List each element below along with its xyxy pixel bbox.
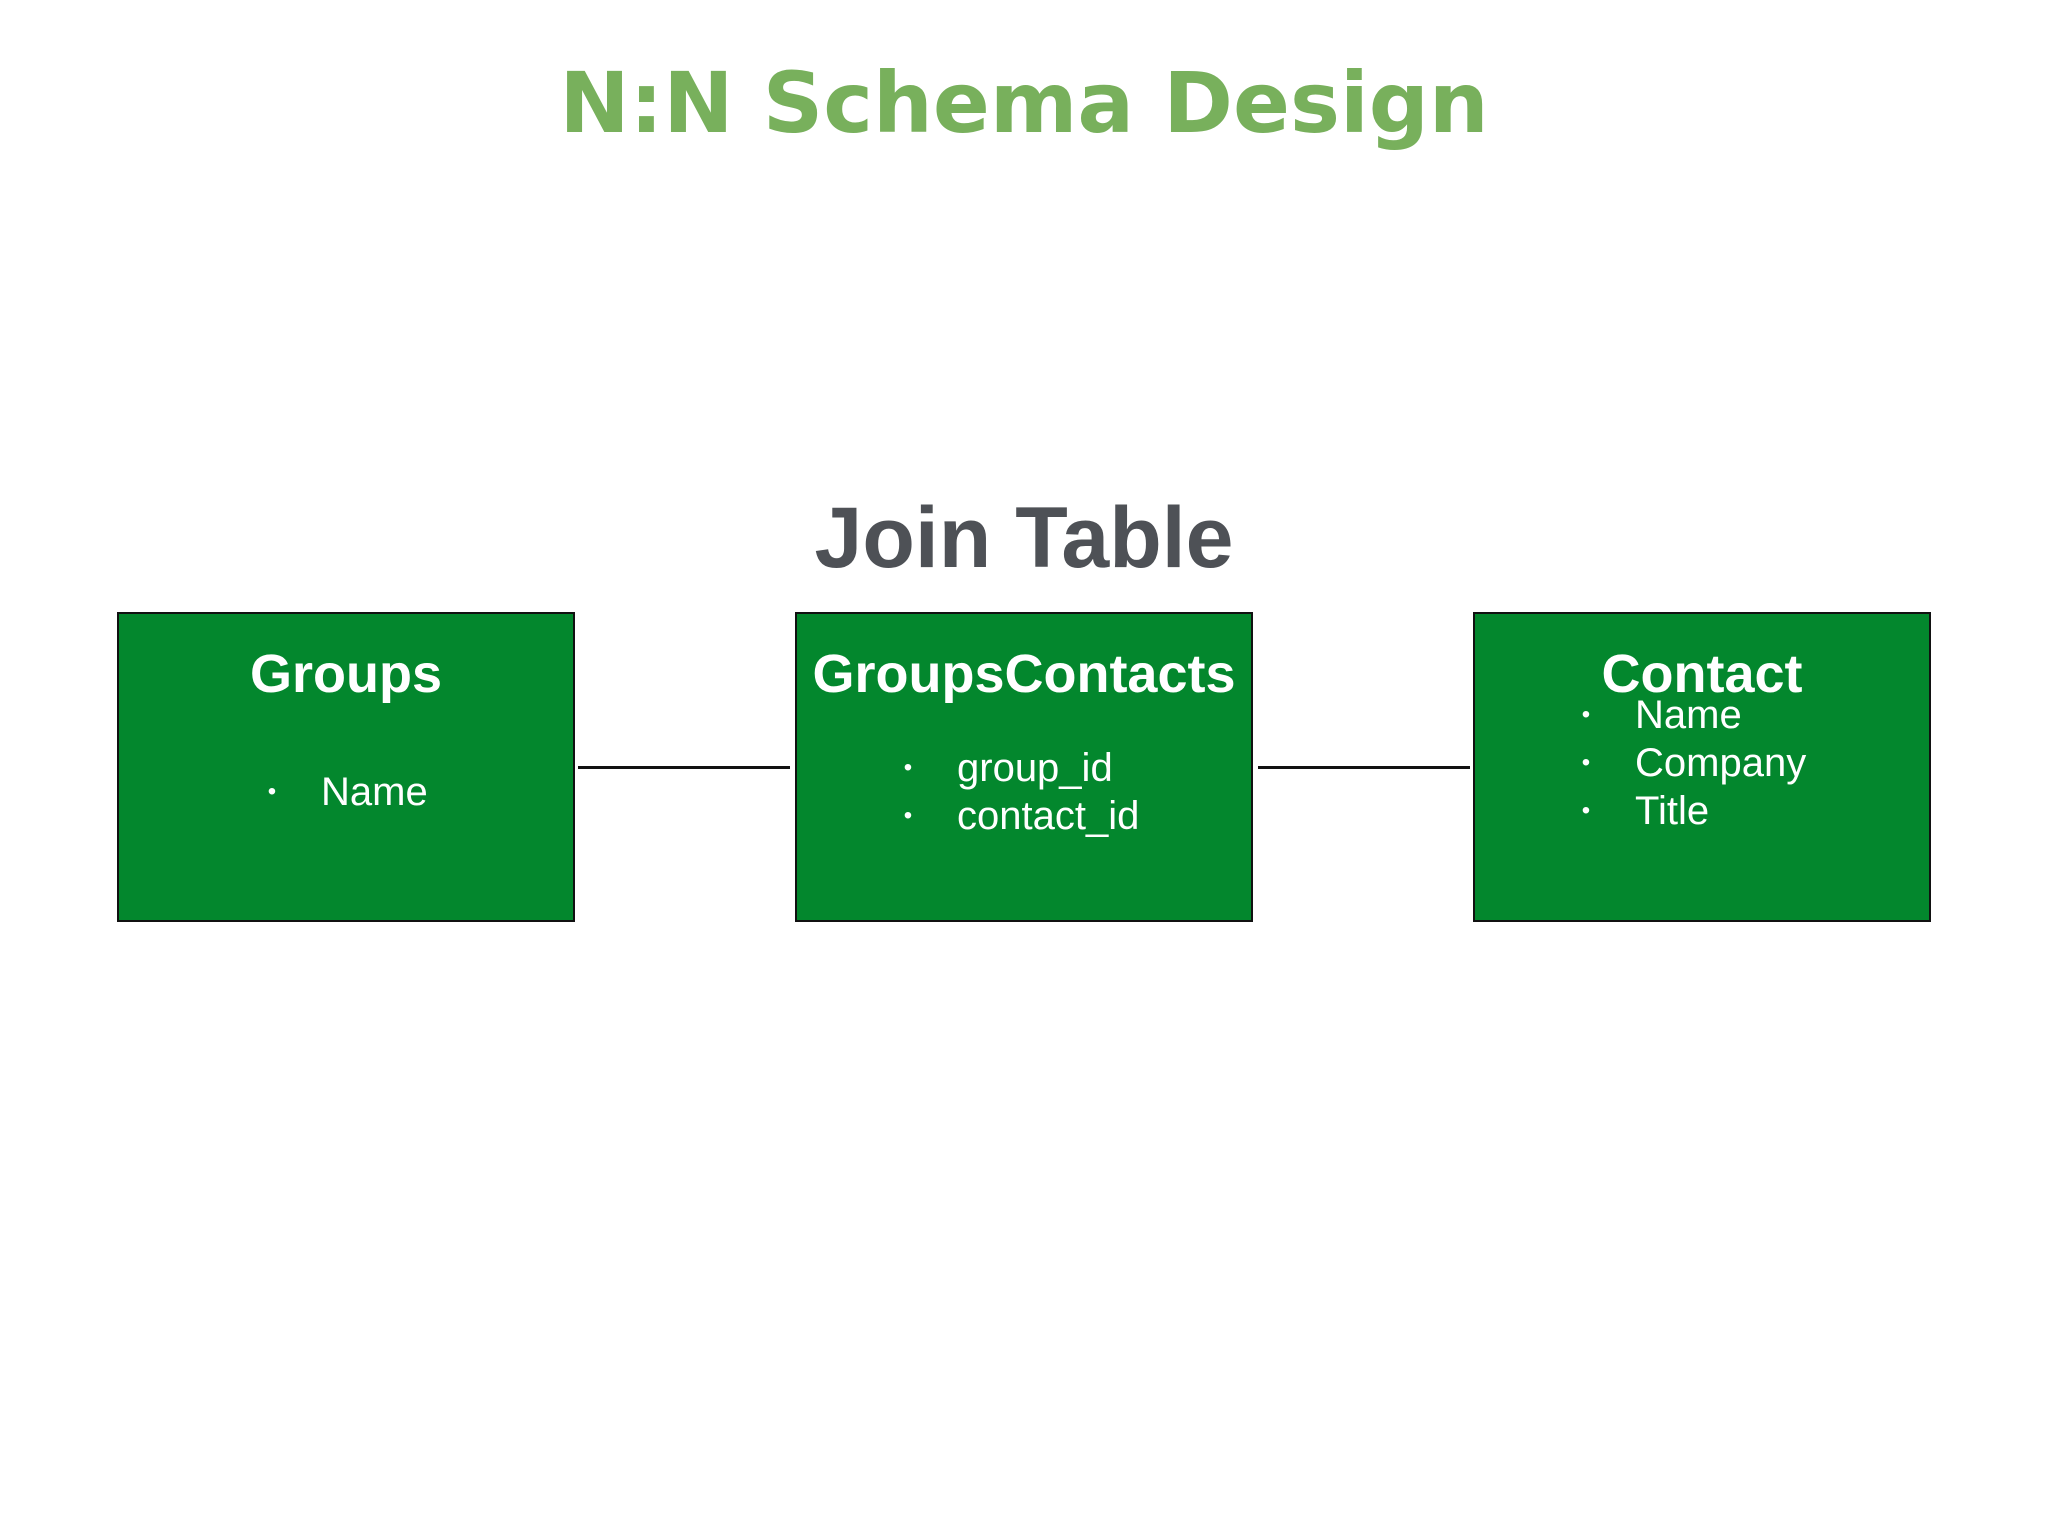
- contact-company-field: Company: [1635, 741, 1807, 785]
- contact-field-item: • Title: [1475, 787, 1929, 835]
- contact-field-item: • Company: [1475, 739, 1929, 787]
- join-table-label: Join Table: [814, 490, 1234, 586]
- contact-field-list: • Name • Company • Title: [1475, 691, 1929, 835]
- contact-entity-title: Contact: [1601, 644, 1803, 704]
- groupscontacts-field-item: • group_id: [797, 744, 1251, 792]
- bullet-icon: •: [903, 754, 913, 781]
- group-id-field: group_id: [957, 746, 1113, 790]
- groups-field-list: • Name: [119, 768, 573, 816]
- groups-entity-title: Groups: [249, 644, 442, 704]
- groupscontacts-to-contact-connector: [1258, 766, 1470, 769]
- groupscontacts-entity-box: GroupsContacts • group_id • contact_id: [795, 612, 1253, 922]
- bullet-icon: •: [1581, 701, 1591, 728]
- bullet-icon: •: [903, 802, 913, 829]
- bullet-icon: •: [1581, 797, 1591, 824]
- contact-title-field: Title: [1635, 789, 1710, 833]
- groupscontacts-entity-title: GroupsContacts: [812, 644, 1236, 704]
- groups-field-name: Name: [321, 770, 428, 814]
- contact-id-field: contact_id: [957, 794, 1140, 838]
- bullet-icon: •: [1581, 749, 1591, 776]
- contact-name-field: Name: [1635, 693, 1742, 737]
- groupscontacts-field-list: • group_id • contact_id: [797, 744, 1251, 840]
- groups-entity-box: Groups • Name: [117, 612, 575, 922]
- slide-title: N:N Schema Design: [559, 54, 1489, 152]
- contact-field-item: • Name: [1475, 691, 1929, 739]
- contact-entity-box: Contact • Name • Company • Title: [1473, 612, 1931, 922]
- groups-field-item: • Name: [119, 768, 573, 816]
- groupscontacts-field-item: • contact_id: [797, 792, 1251, 840]
- bullet-icon: •: [267, 778, 277, 805]
- groups-to-groupscontacts-connector: [578, 766, 790, 769]
